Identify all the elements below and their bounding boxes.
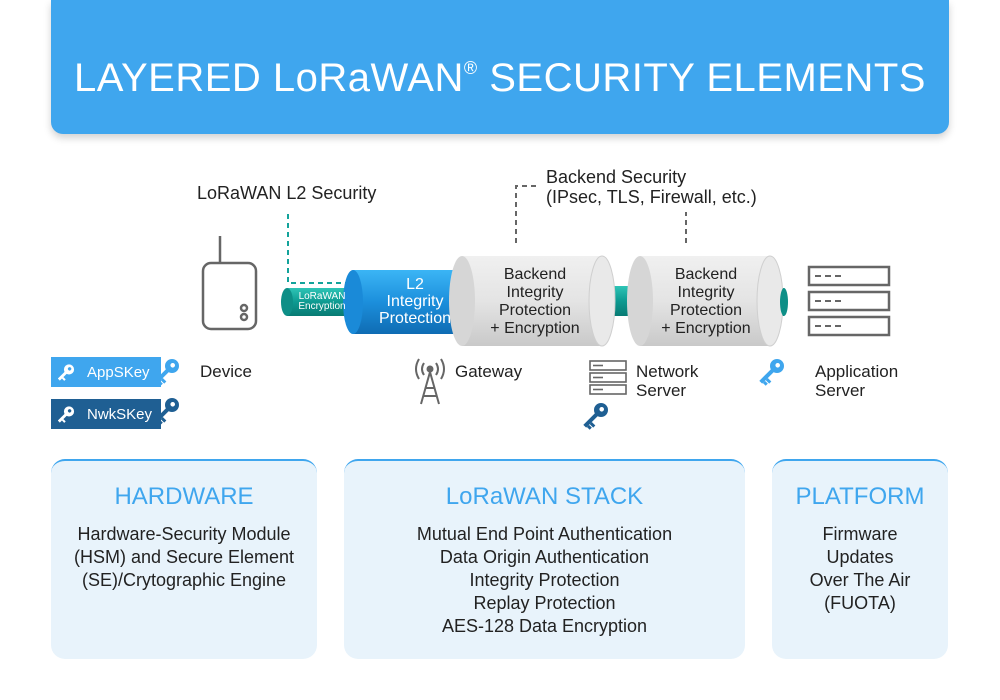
l2-integrity-label: L2 Integrity Protection <box>378 276 452 327</box>
lorawan-stack-body: Mutual End Point Authentication Data Ori… <box>416 524 673 636</box>
key-icon <box>51 403 87 425</box>
network-server-label: Network Server <box>636 362 699 400</box>
appskey-label: AppSKey <box>87 363 150 381</box>
title-main: LAYERED LoRaWAN <box>74 56 464 100</box>
network-server-icon <box>589 360 627 395</box>
page-title: LAYERED LoRaWAN® SECURITY ELEMENTS <box>51 56 949 101</box>
lorawan-encryption-label: LoRaWAN Encryption <box>298 291 346 312</box>
appskey-badge: AppSKey <box>51 357 161 387</box>
lorawan-stack-panel: LoRaWAN STACK Mutual End Point Authentic… <box>344 459 745 659</box>
antenna-tower-icon <box>415 358 445 405</box>
backend-1-label: Backend Integrity Protection + Encryptio… <box>490 266 580 337</box>
l2-security-label: LoRaWAN L2 Security <box>197 183 377 203</box>
backend-security-leader-lines <box>515 185 687 243</box>
backend-security-label: Backend Security (IPsec, TLS, Firewall, … <box>546 167 757 207</box>
key-icon <box>583 403 608 430</box>
hardware-panel: HARDWARE Hardware-Security Module (HSM) … <box>51 459 317 659</box>
backend-cylinder-2 <box>627 255 788 347</box>
server-rack-icon <box>807 265 891 337</box>
nwkskey-badge: NwkSKey <box>51 399 161 429</box>
device-label: Device <box>200 362 252 381</box>
key-icon <box>51 361 87 383</box>
backend-2-label: Backend Integrity Protection + Encryptio… <box>661 266 751 337</box>
hardware-body: Hardware-Security Module (HSM) and Secur… <box>73 524 295 590</box>
device-icon <box>201 236 258 331</box>
key-icon <box>759 359 784 386</box>
gateway-label: Gateway <box>455 362 523 381</box>
backend-cylinder-1 <box>449 255 638 347</box>
l2-security-leader-line <box>287 214 346 284</box>
platform-body: Firmware Updates Over The Air (FUOTA) <box>809 524 911 613</box>
platform-title: PLATFORM <box>795 483 925 510</box>
title-banner: LAYERED LoRaWAN® SECURITY ELEMENTS <box>51 0 949 134</box>
hardware-title: HARDWARE <box>114 483 254 510</box>
lorawan-stack-title: LoRaWAN STACK <box>445 483 644 510</box>
nwkskey-label: NwkSKey <box>87 405 153 423</box>
title-tail: SECURITY ELEMENTS <box>477 56 926 100</box>
registered-mark: ® <box>463 58 478 78</box>
application-server-label: Application Server <box>815 362 899 400</box>
platform-panel: PLATFORM Firmware Updates Over The Air (… <box>772 459 948 659</box>
